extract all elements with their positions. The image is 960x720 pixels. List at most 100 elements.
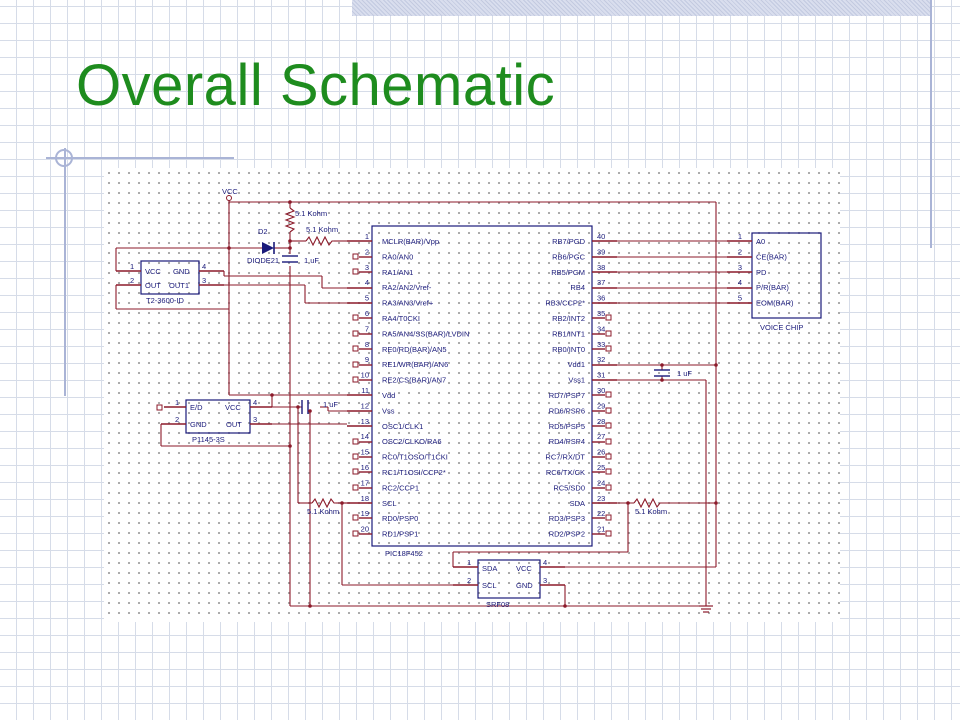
mcu-pin-number: 4 [365,278,369,287]
t2-pin3: 3 [202,276,206,285]
mcu-pin-number: 32 [597,355,605,364]
srf08-vcc: VCC [516,564,532,573]
mcu-pin-name: Vss1 [568,376,585,385]
mcu-pin-name: RB1/INT1 [552,329,585,338]
t2-out1: OUT1 [169,281,189,290]
mcu-pin-name: RA0/AN0 [382,252,413,261]
mcu-pin-number: 10 [361,371,369,380]
p1145-pin3: 3 [253,415,257,424]
voice-chip-body [751,232,822,319]
resistor-sda [633,497,662,509]
srf08-pin3: 3 [543,576,547,585]
t2-name: T2-3600-ID [146,296,185,305]
voice-pin-number: 5 [738,294,742,303]
mcu-pin-name: Vdd [382,391,395,400]
t2-gnd: GND [173,267,190,276]
p1145-name: P1145-3S [192,435,225,444]
mcu-pin-number: 12 [361,401,369,410]
mcu-pin-name: RD0/PSP0 [382,514,418,523]
mcu-pin-number: 40 [597,232,605,241]
mcu-pin-number: 23 [597,494,605,503]
mcu-pin-number: 9 [365,355,369,364]
mcu-pin-number: 11 [361,386,369,395]
voice-pin-name: A0 [756,237,765,246]
mcu-pin-name: RB5/PGM [551,268,585,277]
capacitor-diode [282,255,298,263]
junction-dots [227,200,718,608]
t2-out: OUT [145,281,161,290]
mcu-pin-number: 31 [597,371,605,380]
mcu-pin-name: RD4/PSP4 [549,437,585,446]
mcu-pin-name: RB4 [570,283,585,292]
mcu-body [371,225,593,547]
mcu-pin-name: RD3/PSP3 [549,514,585,523]
voice-pin-number: 2 [738,247,742,256]
diode-d2 [262,242,275,254]
mcu-pin-number: 22 [597,509,605,518]
mcu-pin-name: Vdd1 [567,360,585,369]
p1145-pin2: 2 [175,415,179,424]
mcu-pin-number: 18 [361,494,369,503]
voice-pin-name: CE(BAR) [756,252,787,261]
mcu-pin-name: RC6/TX/CK [546,468,585,477]
p1145-out: OUT [226,420,242,429]
slide-title: Overall Schematic [76,53,556,118]
p1145-sensor-body [185,399,251,434]
p1145-pin4: 4 [253,398,257,407]
mcu-pin-name: RB7/PGD [552,237,586,246]
voice-pin-name: PD [756,268,767,277]
vcc-label: VCC [222,187,238,196]
res-mclr-label: 5.1 Kohm [306,225,338,234]
mcu-pin-number: 3 [365,263,369,272]
mcu-pin-name: RC7/RX/DT [545,453,585,462]
mcu-pin-number: 20 [361,525,369,534]
mcu-pin-name: RA2/AN2/Vref- [382,283,432,292]
mcu-pin-name: RC1/T1OSI/CCP2* [382,468,446,477]
d2-label: D2 [258,227,268,236]
mcu-pin-name: RD2/PSP2 [549,530,585,539]
mcu-pin-number: 14 [361,432,369,441]
mcu-pin-number: 28 [597,417,605,426]
p1145-pin1: 1 [175,398,179,407]
vcc-symbol [226,195,232,201]
cap-diode-label: 1 uF [304,256,319,265]
t2-pin1: 1 [130,262,134,271]
mcu-pin-name: RC2/CCP1 [382,483,419,492]
mcu-pin-name: RC5/SD0 [553,483,585,492]
text-labels: VCC 5.1 Kohm 5.1 Kohm D2 DIODE21 1 uF 1 … [130,187,803,609]
mcu-pin-number: 24 [597,478,605,487]
crosshair-circle-decor [55,149,73,167]
capacitor-vdd [301,400,309,414]
mcu-pin-number: 38 [597,263,605,272]
voice-pin-number: 1 [738,232,742,241]
mcu-pin-number: 19 [361,509,369,518]
mcu-pin-name: RA3/AN3/Vref+ [382,299,434,308]
mcu-pin-number: 15 [361,448,369,457]
component-outlines [140,225,822,599]
srf08-pin2: 2 [467,576,471,585]
open-pin-markers [156,253,612,537]
capacitor-right [654,369,670,377]
mcu-pin-number: 5 [365,294,369,303]
srf08-sda: SDA [482,564,497,573]
diode-label: DIODE21 [247,256,279,265]
mcu-pin-number: 25 [597,463,605,472]
p1145-gnd: GND [190,420,207,429]
voice-chip-name: VOICE CHIP [760,323,803,332]
p1145-ed: E/D [190,403,203,412]
mcu-pin-name: RB6/PGC [552,252,586,261]
mcu-pin-name: SCL [382,499,397,508]
mcu-pin-name: RB3/CCP2* [545,299,585,308]
mcu-pin-name: RA5/AN4/SS(BAR)/LVDIN [382,329,469,338]
mcu-pin-name: SDA [570,499,585,508]
pin-stubs [116,240,752,586]
mcu-pin-name: RD6/PSP6 [549,406,585,415]
mcu-pin-number: 37 [597,278,605,287]
mcu-pin-name: RC0/T1OSO/T1CKI [382,453,448,462]
mcu-pin-name: RD1/PSP1 [382,530,418,539]
mcu-pin-number: 34 [597,324,605,333]
voice-pin-name: EOM(BAR) [756,299,794,308]
srf08-scl: SCL [482,581,497,590]
mcu-pin-number: 35 [597,309,605,318]
